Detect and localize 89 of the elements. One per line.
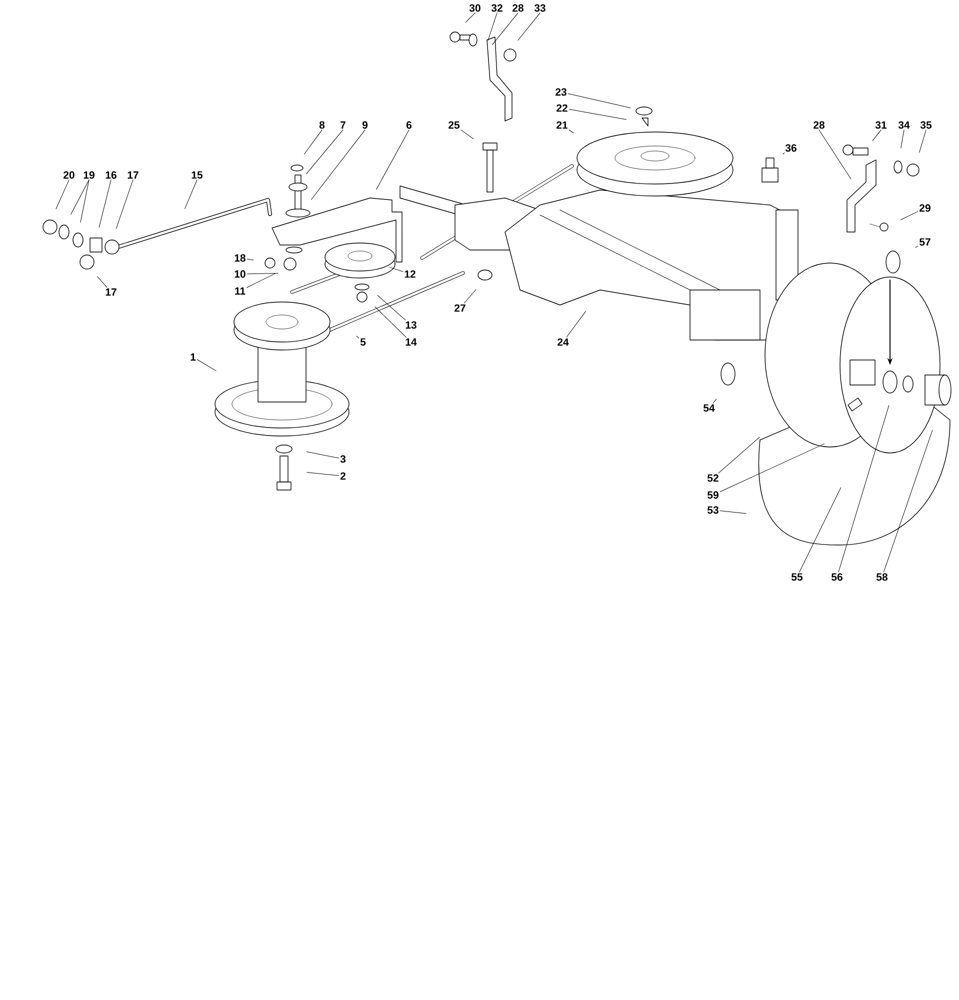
callout-number: 58	[876, 573, 888, 581]
callout-number: 34	[898, 121, 910, 129]
leader-line	[97, 276, 107, 288]
callout-number: 16	[106, 171, 116, 179]
leader-line	[799, 487, 842, 572]
callout-number: 33	[534, 4, 546, 12]
leader-line	[566, 311, 586, 338]
callout-number: 15	[192, 171, 203, 179]
leader-line	[883, 430, 933, 572]
leader-line	[304, 130, 322, 154]
callout-number: 59	[708, 491, 718, 499]
leader-line	[376, 130, 410, 190]
callout-number: 24	[558, 338, 569, 346]
leader-line	[838, 405, 890, 572]
leader-line	[306, 451, 340, 458]
callout-number: 32	[491, 4, 502, 12]
callout-number: 55	[792, 573, 803, 581]
callout-number: 2	[340, 472, 346, 480]
leader-line	[460, 130, 474, 140]
callout-number: 53	[708, 506, 718, 514]
callout-number: 6	[406, 121, 412, 129]
callout-number: 19	[84, 171, 94, 179]
leader-line	[464, 289, 476, 304]
leader-line	[900, 130, 904, 148]
leader-line	[720, 510, 746, 514]
leader-line	[568, 130, 574, 134]
leader-line	[919, 130, 926, 153]
leader-line	[246, 273, 276, 288]
leader-line	[518, 12, 540, 41]
leader-line	[712, 398, 717, 404]
callout-number: 25	[448, 121, 460, 129]
callout-number: 57	[920, 238, 930, 246]
leader-line	[196, 359, 216, 372]
leader-line	[356, 336, 360, 338]
leader-line	[720, 444, 825, 492]
leader-line	[492, 12, 518, 45]
leader-line	[377, 295, 406, 320]
callout-number: 54	[704, 404, 715, 412]
leader-line	[246, 273, 278, 274]
leader-line	[80, 180, 90, 222]
callout-number: 13	[406, 321, 416, 329]
callout-number: 27	[454, 304, 466, 312]
callout-number: 17	[128, 171, 138, 179]
callout-number: 18	[234, 254, 246, 262]
callout-number: 28	[512, 4, 524, 12]
callout-number: 52	[708, 474, 718, 482]
callout-number: 28	[814, 121, 824, 129]
callout-number: 17	[106, 288, 116, 296]
leader-line	[900, 211, 918, 220]
leader-line	[184, 180, 198, 210]
leader-line	[306, 130, 344, 174]
callout-number: 8	[319, 121, 325, 129]
callout-number: 31	[875, 121, 887, 129]
callout-number: 21	[556, 121, 568, 129]
callout-number: 1	[190, 353, 196, 361]
leader-line	[568, 93, 631, 108]
leader-line	[818, 130, 852, 180]
callout-number: 20	[64, 171, 74, 179]
callout-number: 3	[340, 455, 346, 463]
leader-line	[56, 180, 70, 210]
leader-line	[306, 472, 340, 476]
leader-line	[465, 12, 476, 23]
leader-line	[116, 180, 134, 229]
leader-line	[390, 267, 404, 272]
callout-number: 14	[406, 338, 417, 346]
leader-line	[872, 130, 882, 141]
leader-line	[782, 152, 785, 154]
leader-line	[568, 109, 626, 120]
leader-line	[374, 306, 406, 338]
leader-line	[246, 258, 254, 260]
callout-number: 7	[340, 121, 346, 129]
leader-line	[70, 180, 90, 215]
leader-line	[98, 180, 112, 228]
leader-line	[915, 246, 918, 248]
callout-number: 35	[920, 121, 932, 129]
callout-number: 10	[234, 270, 246, 278]
callout-number: 22	[556, 104, 568, 112]
callout-number: 23	[556, 88, 566, 96]
callout-number: 36	[785, 144, 796, 152]
leader-line	[488, 12, 498, 40]
callout-number: 9	[362, 121, 368, 129]
callout-number: 29	[920, 204, 930, 212]
callout-number: 56	[832, 573, 842, 581]
leader-line	[718, 436, 760, 474]
callout-number: 12	[404, 270, 416, 278]
callout-number: 11	[235, 287, 246, 295]
callout-number: 30	[469, 4, 480, 12]
callout-number: 5	[360, 338, 366, 346]
leader-line	[310, 130, 366, 200]
